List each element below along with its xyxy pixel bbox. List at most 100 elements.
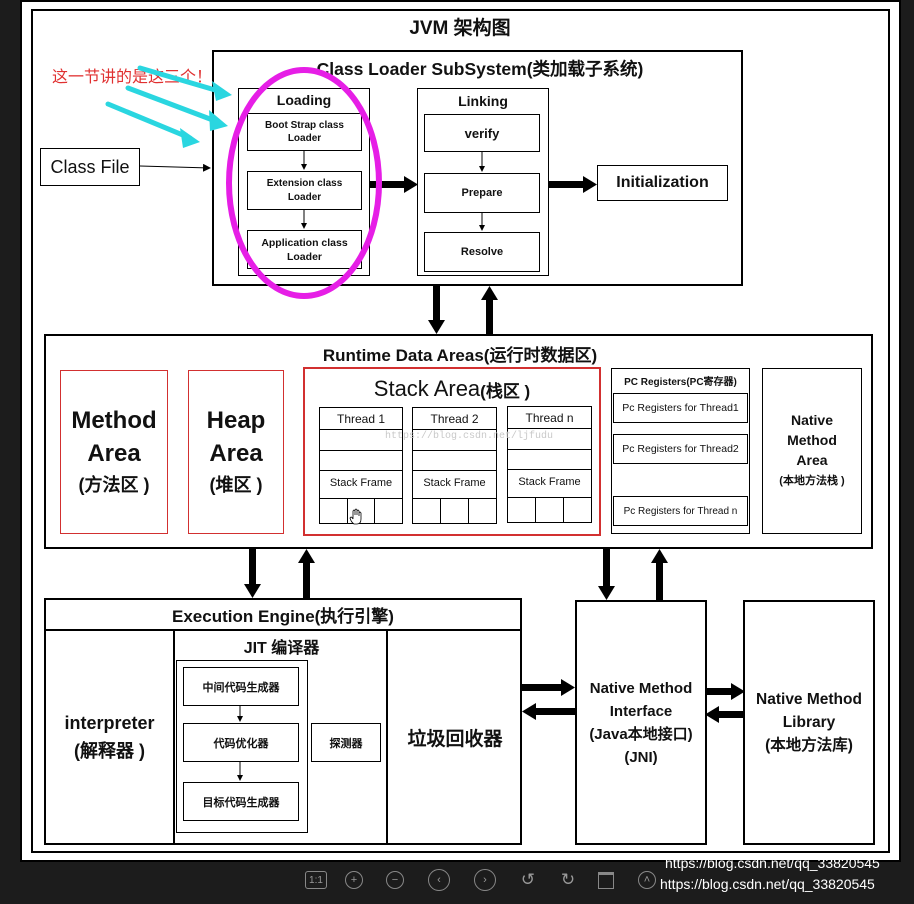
- method-area-line3: (方法区 ): [78, 475, 150, 495]
- delete-icon[interactable]: [598, 872, 614, 889]
- ir-generator-label: 中间代码生成器: [202, 681, 280, 694]
- profiler-box: 探测器: [311, 723, 381, 762]
- zoom-in-icon[interactable]: +: [345, 871, 363, 889]
- thread-1-label: Thread 1: [320, 408, 402, 430]
- diagram-title: JVM 架构图: [409, 17, 511, 39]
- previous-icon[interactable]: ‹: [428, 869, 450, 891]
- resolve-label: Resolve: [460, 246, 504, 258]
- stack-area-box: [303, 367, 601, 536]
- execution-jni-arrows: [522, 679, 575, 720]
- thread-n-divider: [508, 469, 591, 470]
- bootstrap-loader-box: Boot Strap class Loader: [247, 113, 362, 151]
- prepare-box: Prepare: [424, 173, 540, 213]
- loader-runtime-arrows: [428, 286, 498, 334]
- pointer-arrow: [137, 65, 225, 95]
- pc-register-thread2-label: Pc Registers for Thread2: [622, 443, 739, 455]
- jit-compiler-box: [175, 631, 388, 843]
- watermark-url-1: https://blog.csdn.net/qq_33820545: [665, 855, 880, 871]
- application-loader-label: Application class Loader: [261, 236, 348, 263]
- diagram-inner-frame: [31, 9, 890, 853]
- heap-area-line2: Area: [209, 440, 263, 467]
- download-icon[interactable]: ˄: [638, 871, 656, 889]
- next-icon[interactable]: ›: [474, 869, 496, 891]
- pointer-arrow: [105, 101, 193, 141]
- native-library-line3: (本地方法库): [765, 737, 853, 754]
- stack-area-title-cn: (栈区 ): [480, 381, 531, 401]
- thread-n-label: Thread n: [508, 407, 591, 429]
- bootstrap-loader-label: Boot Strap class Loader: [265, 120, 344, 144]
- jni-line1: Native Method: [589, 679, 693, 697]
- linking-to-init-arrow: [549, 176, 597, 193]
- watermark: https://blog.csdn.net/ljfudu: [385, 431, 554, 442]
- garbage-collector-box: 垃圾回收器: [390, 631, 520, 843]
- thread-1-divider: [320, 470, 402, 471]
- watermark-url-2: https://blog.csdn.net/qq_33820545: [660, 876, 875, 892]
- application-loader-box: Application class Loader: [247, 230, 362, 269]
- native-library-line2: Library: [782, 714, 836, 731]
- pc-register-thread1-label: Pc Registers for Thread1: [622, 402, 739, 414]
- initialization-label: Initialization: [616, 174, 709, 191]
- rotate-right-icon[interactable]: ↻: [560, 870, 576, 889]
- extension-loader-label: Extension class Loader: [266, 177, 343, 203]
- pc-register-threadn: Pc Registers for Thread n: [613, 496, 748, 526]
- class-file-box: Class File: [40, 148, 140, 186]
- verify-label: verify: [464, 125, 500, 141]
- native-area-line2: Method: [787, 432, 837, 448]
- method-area-box: Method Area (方法区 ): [60, 370, 168, 534]
- prepare-label: Prepare: [461, 187, 503, 199]
- thread-1-column: [319, 407, 403, 524]
- target-generator-box: 目标代码生成器: [183, 782, 299, 821]
- garbage-collector-label: 垃圾回收器: [407, 728, 503, 750]
- loading-to-linking-arrow: [370, 176, 418, 193]
- linking-title: Linking: [458, 93, 508, 109]
- native-area-line1: Native: [790, 412, 834, 428]
- native-library-line1: Native Method: [756, 691, 862, 708]
- verify-box: verify: [424, 114, 540, 152]
- pc-register-thread2: Pc Registers for Thread2: [613, 434, 748, 464]
- viewer-toolbar: [0, 862, 914, 904]
- class-file-arrow: [139, 163, 211, 172]
- highlight-ellipse: [226, 67, 382, 299]
- thread-1-divider: [320, 450, 402, 451]
- heap-area-box: Heap Area (堆区 ): [188, 370, 284, 534]
- thread-2-divider: [413, 450, 496, 451]
- interpreter-line2: (解释器 ): [74, 741, 145, 761]
- thread-1-frame-label: Stack Frame: [329, 477, 393, 489]
- code-optimizer-label: 代码优化器: [213, 737, 269, 750]
- extension-loader-box: Extension class Loader: [247, 171, 362, 210]
- rotate-left-icon[interactable]: ↺: [520, 870, 536, 889]
- execution-title-divider: [46, 629, 520, 631]
- thread-1-frame-slots: [320, 498, 402, 523]
- thread-n-column: [507, 406, 592, 523]
- profiler-label: 探测器: [329, 737, 363, 750]
- pc-register-thread1: Pc Registers for Thread1: [613, 393, 748, 423]
- zoom-out-icon[interactable]: −: [386, 871, 404, 889]
- hand-cursor-icon: [349, 508, 362, 525]
- class-file-label: Class File: [50, 156, 130, 177]
- method-area-line1: Method: [71, 407, 157, 434]
- native-library-box: Native Method Library (本地方法库): [743, 600, 875, 845]
- jni-line2: Interface: [609, 702, 673, 720]
- runtime-title: Runtime Data Areas(运行时数据区): [322, 345, 598, 365]
- thread-n-divider: [508, 449, 591, 450]
- thread-n-frame-label: Stack Frame: [518, 476, 581, 488]
- thread-2-label: Thread 2: [413, 408, 496, 430]
- resolve-box: Resolve: [424, 232, 540, 272]
- annotation-pointer-arrows: [105, 65, 232, 148]
- class-loader-title: Class Loader SubSystem(类加载子系统): [316, 58, 644, 79]
- zoom-actual-size-button[interactable]: 1:1: [305, 871, 327, 889]
- target-generator-label: 目标代码生成器: [202, 796, 280, 809]
- loading-title: Loading: [276, 92, 332, 108]
- stack-area-title-en: Stack Area: [373, 376, 481, 401]
- execution-engine-title: Execution Engine(执行引擎): [172, 606, 394, 626]
- jni-line3: (Java本地接口): [589, 725, 693, 743]
- pc-register-threadn-label: Pc Registers for Thread n: [623, 505, 738, 517]
- initialization-box: Initialization: [597, 165, 728, 201]
- native-area-line4: (本地方法栈 ): [779, 475, 845, 487]
- interpreter-line1: interpreter: [64, 713, 155, 733]
- jni-library-arrows: [705, 683, 745, 723]
- native-area-line3: Area: [796, 452, 828, 468]
- jni-line4: (JNI): [624, 748, 658, 766]
- stack-area-title: Stack Area (栈区 ): [303, 375, 601, 403]
